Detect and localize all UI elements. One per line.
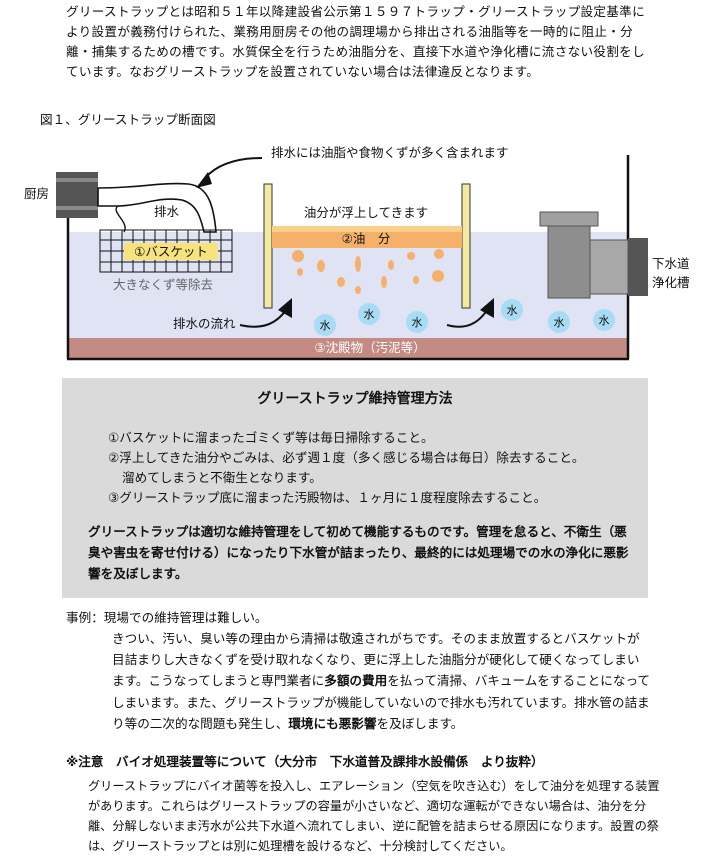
oil-rising-label: 油分が浮上してきます (304, 205, 428, 220)
large-debris-label: 大きなくず等除去 (113, 277, 213, 292)
flow-label: 排水の流れ (173, 316, 236, 331)
rule-oil-note: 溜めてしまうと不衛生となります。 (122, 470, 322, 485)
case-emphasis-environment: 環境にも悪影響 (288, 715, 377, 731)
water-label: 水 (412, 316, 423, 329)
basket (99, 229, 233, 273)
figure-caption: 図１、グリーストラップ断面図 (40, 112, 216, 127)
outlet-pipe-vertical (547, 221, 591, 299)
caution-body: グリーストラップにバイオ菌等を投入し、エアレーション（空気を吹き込む）をして油分… (88, 779, 660, 853)
baffle-right (461, 183, 471, 309)
sewer-label-1: 下水道 (652, 256, 690, 271)
sediment-label: ③沈殿物（汚泥等） (314, 340, 425, 355)
flow-arrow-icon-1 (239, 298, 292, 328)
rule-sediment: ③グリーストラップ底に溜まった汚殿物は、１ヶ月に１度程度除去すること。 (108, 490, 547, 505)
basket-label: ①バスケット (134, 244, 208, 259)
drain-label: 排水 (154, 204, 180, 219)
case-emphasis-cost: 多額の費用 (324, 673, 388, 689)
rule-basket: ①バスケットに溜まったゴミくず等は毎日掃除すること。 (108, 430, 434, 445)
flow-arrow-icon-2 (446, 298, 494, 328)
case-title: 事例：現場での維持管理は難しい。 (66, 610, 268, 625)
grease-trap-diagram: ①バスケット 大きなくず等除去 油分が浮上してきます ②油 分 厨房 排水 排水… (24, 145, 690, 361)
maintenance-title: グリーストラップ維持管理方法 (257, 391, 453, 407)
case-text-e: を及ぼします。 (376, 715, 464, 731)
oil-label: ②油 分 (342, 231, 391, 246)
water-label: 水 (554, 316, 565, 329)
outlet-pipe-horizontal (589, 239, 629, 295)
rule-oil: ②浮上してきた油分やごみは、必ず週１度（多く感じる場合は毎日）除去すること。 (108, 450, 585, 465)
water-label: 水 (364, 308, 375, 321)
baffle-left (263, 183, 273, 309)
callout-arrow-icon (196, 157, 263, 188)
sewer-label-2: 浄化槽 (652, 275, 690, 290)
intro-paragraph: グリーストラップとは昭和５１年以降建設省公示第１５９７トラップ・グリーストラップ… (66, 4, 645, 79)
sediment-layer (68, 338, 628, 358)
case-text-c: を払って清掃、バキュームをすることになってしまいます。また、グリーストラップが機… (112, 673, 651, 731)
basket-label-bg (124, 243, 218, 260)
water-bubbles (314, 299, 615, 336)
maintenance-note: グリーストラップは適切な維持管理をして初めて機能するものです。管理を怠ると、不衛… (88, 524, 629, 581)
case-text-a: きつい、汚い、臭い等の理由から清掃は敬遠されがちです。そのまま放置するとバスケッ… (112, 631, 640, 689)
water-label: 水 (599, 314, 610, 327)
case-body: きつい、汚い、臭い等の理由から清掃は敬遠されがちです。そのまま放置するとバスケッ… (112, 628, 652, 734)
maintenance-box: グリーストラップ維持管理方法 ①バスケットに溜まったゴミくず等は毎日掃除すること… (62, 378, 648, 598)
kitchen-label: 厨房 (24, 186, 49, 201)
caution-title: ※注意 バイオ処理装置等について（大分市 下水道普及課排水設備係 より抜粋） (66, 754, 544, 769)
oil-droplets (292, 249, 444, 294)
water-label: 水 (507, 304, 518, 317)
callout-label: 排水には油脂や食物くずが多く含まれます (271, 145, 509, 160)
water-label: 水 (320, 319, 331, 332)
